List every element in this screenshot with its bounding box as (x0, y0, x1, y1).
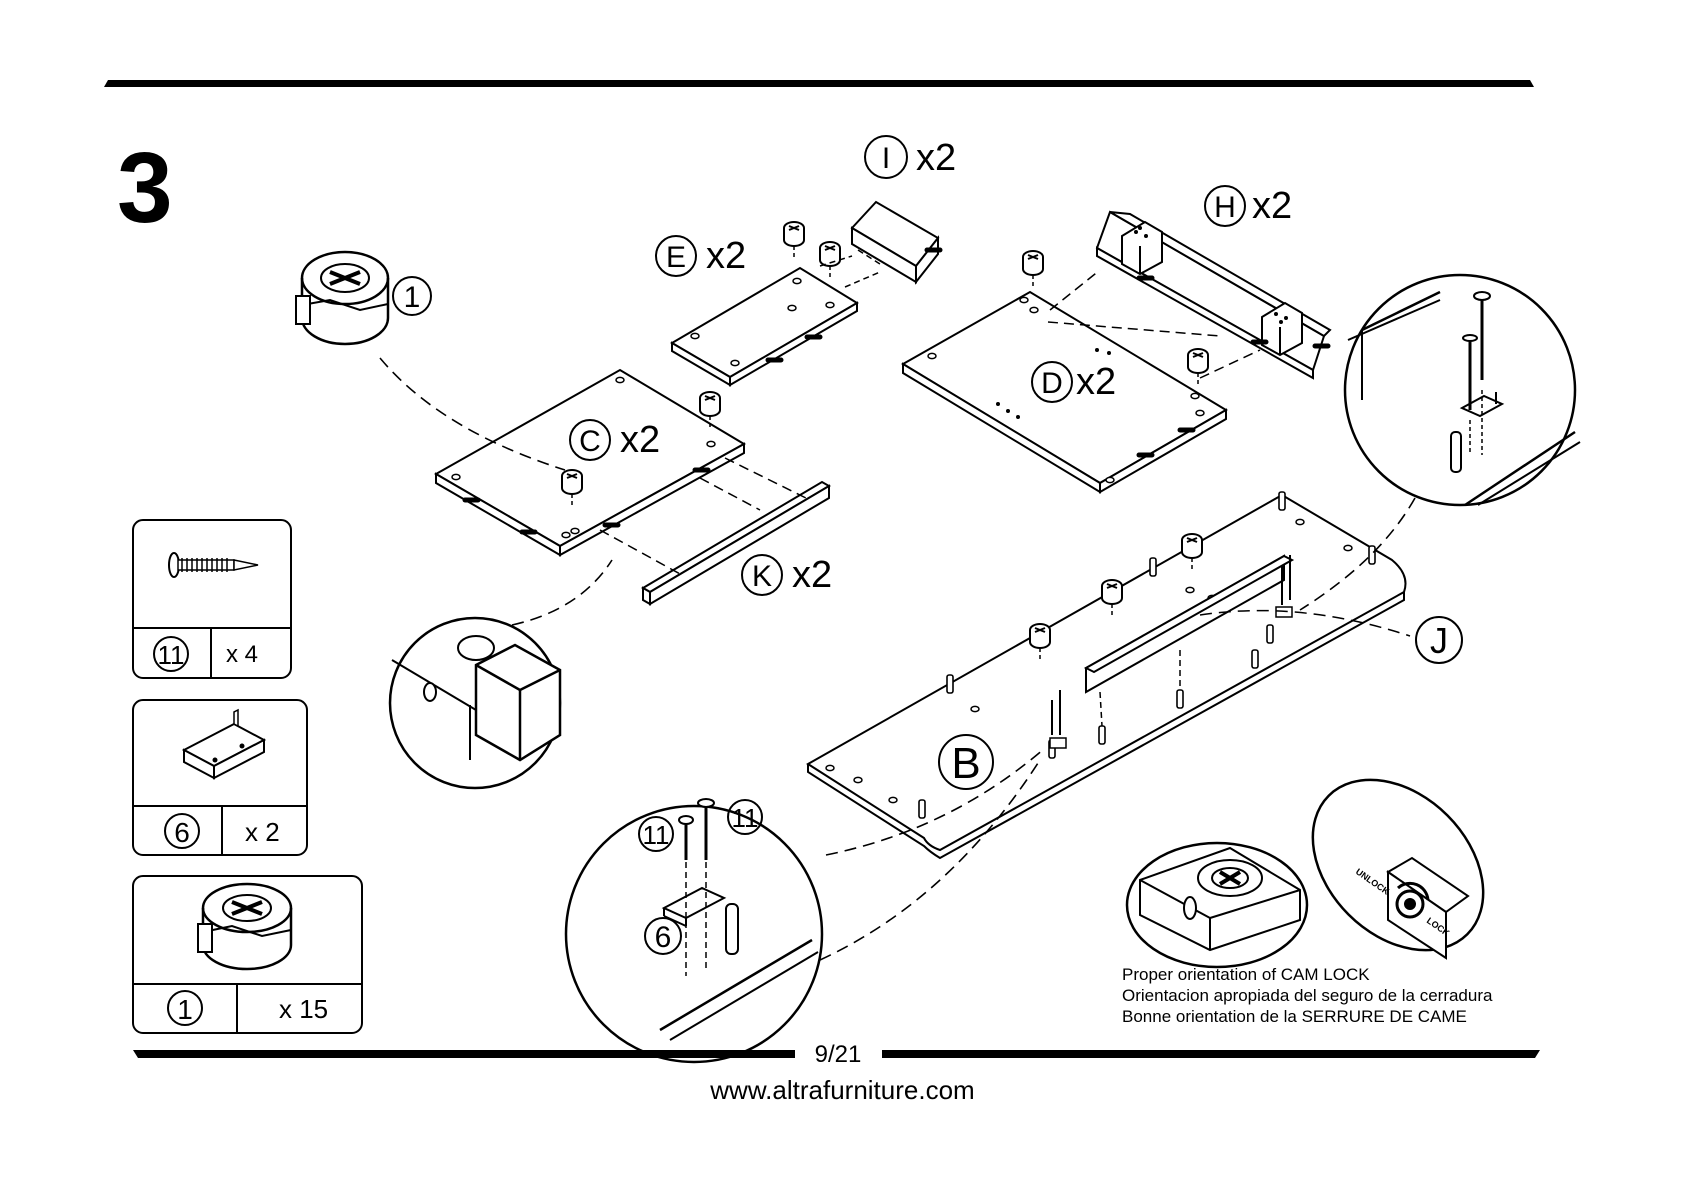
hardware-box-bracket: 6 x 2 (133, 700, 307, 855)
svg-text:x2: x2 (916, 137, 956, 179)
step-number: 3 (117, 132, 173, 244)
svg-text:x 2: x 2 (245, 817, 280, 847)
cam-lock-note: Proper orientation of CAM LOCK Orientaci… (1122, 965, 1493, 1026)
svg-text:11: 11 (732, 803, 759, 833)
cam-orientation-left (1127, 843, 1307, 967)
svg-text:J: J (1430, 620, 1448, 661)
hardware-box-cam: 1 x 15 (133, 876, 362, 1033)
label-part-k: K x2 (742, 554, 832, 596)
label-part-h: H x2 (1205, 185, 1292, 227)
svg-text:x2: x2 (1076, 361, 1116, 403)
svg-text:Bonne orientation de la SERRUR: Bonne orientation de la SERRURE DE CAME (1122, 1007, 1467, 1026)
svg-text:E: E (666, 241, 686, 274)
svg-text:I: I (882, 142, 890, 175)
label-part-i: I x2 (865, 136, 956, 179)
label-part-j: J (1416, 617, 1462, 663)
panel-e (672, 222, 857, 385)
svg-text:6: 6 (174, 817, 190, 848)
svg-text:x2: x2 (706, 235, 746, 277)
website-url[interactable]: www.altrafurniture.com (0, 1075, 1685, 1106)
svg-text:x 15: x 15 (279, 994, 328, 1024)
svg-text:B: B (951, 739, 980, 788)
header-rule (104, 80, 1534, 87)
svg-text:Proper orientation of CAM: Proper orientation of CAM LOCK (1122, 965, 1370, 984)
cam-orientation-right: UNLOCK LOCK (1279, 746, 1517, 984)
detail-cam-hole (390, 560, 612, 788)
svg-text:x2: x2 (620, 419, 660, 461)
svg-text:D: D (1041, 367, 1063, 400)
svg-text:x2: x2 (792, 554, 832, 596)
label-part-e: E x2 (656, 235, 746, 277)
svg-text:11: 11 (643, 820, 670, 850)
svg-text:Orientacion apropiada del segu: Orientacion apropiada del seguro de la c… (1122, 986, 1493, 1005)
svg-text:H: H (1214, 191, 1236, 224)
svg-text:11: 11 (158, 640, 185, 670)
svg-text:x 4: x 4 (226, 641, 258, 668)
svg-text:C: C (579, 425, 601, 458)
panel-b (808, 492, 1410, 858)
hardware-box-screw: 11 x 4 (133, 520, 291, 678)
svg-text:x2: x2 (1252, 185, 1292, 227)
svg-text:K: K (752, 560, 772, 593)
panel-c (436, 370, 744, 555)
svg-text:6: 6 (655, 921, 672, 954)
svg-text:1: 1 (404, 281, 421, 314)
svg-text:1: 1 (177, 994, 193, 1025)
page-number: 9/21 (815, 1041, 862, 1068)
